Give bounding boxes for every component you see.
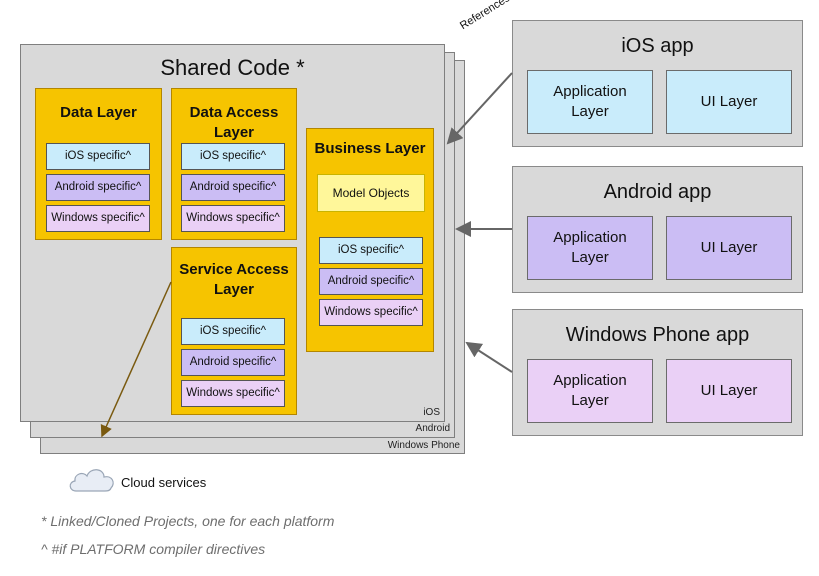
ios-application-layer-line2: Layer <box>571 103 609 120</box>
ios-application-layer-line1: Application <box>553 83 627 100</box>
footnote-linked-projects: * Linked/Cloned Projects, one for each p… <box>41 513 335 529</box>
model-objects-box: Model Objects <box>317 174 425 212</box>
business-android-chip: Android specific^ <box>319 268 423 295</box>
windows-application-layer-line1: Application <box>553 372 627 389</box>
cloud-icon <box>69 469 114 492</box>
business-layer-title: Business Layer <box>314 140 426 157</box>
data-layer-windows-chip: Windows specific^ <box>46 205 150 232</box>
data-layer-title: Data Layer <box>60 104 137 121</box>
data-layer-android-chip: Android specific^ <box>46 174 150 201</box>
windows-ui-layer: UI Layer <box>666 359 792 423</box>
android-sheet-label: Android <box>415 423 450 434</box>
data-layer-ios-chip: iOS specific^ <box>46 143 150 170</box>
data-access-layer-title-line1: Data Access <box>189 104 279 121</box>
service-access-windows-chip: Windows specific^ <box>181 380 285 407</box>
ios-reference-arrow <box>446 72 513 145</box>
shared-code-title: Shared Code * <box>160 55 305 80</box>
windows-phone-app-title: Windows Phone app <box>565 324 750 346</box>
windows-phone-sheet-label: Windows Phone <box>387 440 460 451</box>
data-access-layer-title-line2: Layer <box>213 124 255 141</box>
service-access-android-chip: Android specific^ <box>181 349 285 376</box>
android-application-layer-line1: Application <box>553 229 627 246</box>
cloud-arrow <box>100 281 172 438</box>
cloud-services-label: Cloud services <box>121 475 207 490</box>
windows-application-layer-line2: Layer <box>571 392 609 409</box>
data-access-windows-chip: Windows specific^ <box>181 205 285 232</box>
android-app-title: Android app <box>603 181 712 203</box>
business-windows-chip: Windows specific^ <box>319 299 423 326</box>
android-application-layer-line2: Layer <box>571 249 609 266</box>
service-access-layer-title-line1: Service Access <box>179 261 289 278</box>
business-ios-chip: iOS specific^ <box>319 237 423 264</box>
android-ui-layer: UI Layer <box>666 216 792 280</box>
ios-app-title: iOS app <box>621 35 694 57</box>
data-access-android-chip: Android specific^ <box>181 174 285 201</box>
service-access-layer-title-line2: Layer <box>213 281 255 298</box>
data-access-ios-chip: iOS specific^ <box>181 143 285 170</box>
ios-ui-layer: UI Layer <box>666 70 792 134</box>
service-access-ios-chip: iOS specific^ <box>181 318 285 345</box>
ios-sheet-label: iOS <box>423 407 440 418</box>
windows-reference-arrow <box>465 341 513 373</box>
footnote-compiler-directives: ^ #if PLATFORM compiler directives <box>41 541 266 557</box>
